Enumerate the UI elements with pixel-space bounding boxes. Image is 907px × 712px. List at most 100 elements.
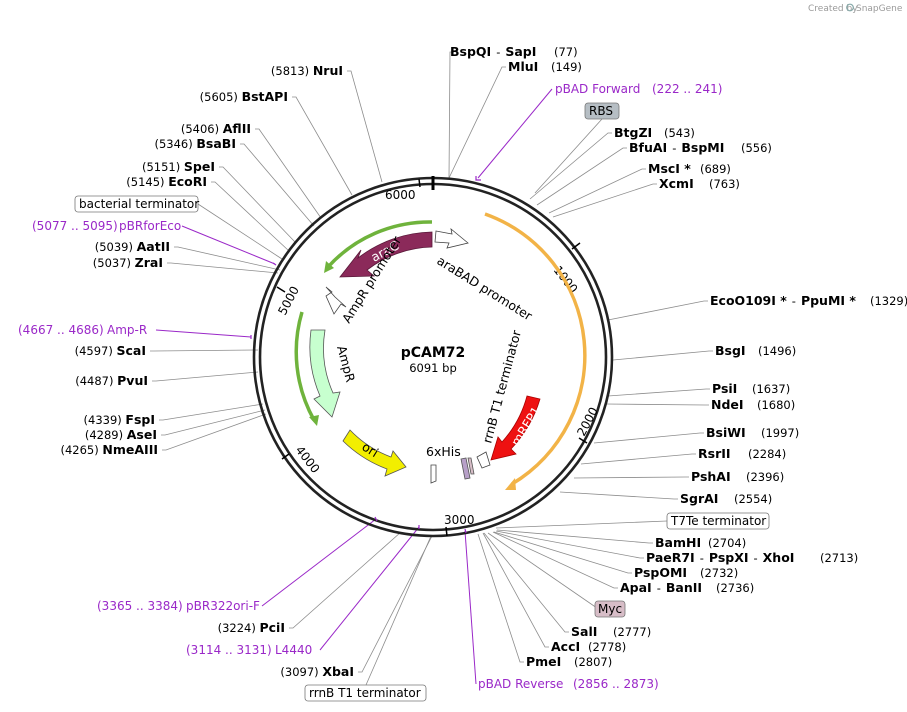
- site-position: (2704): [708, 536, 746, 550]
- site-position: (1329): [870, 294, 907, 308]
- site-bfuai-bspmi[interactable]: BfuAI-BspMI: [629, 140, 724, 155]
- arabad-promoter-label: araBAD promoter: [434, 253, 535, 324]
- site-btgzi[interactable]: BtgZI: [614, 125, 652, 140]
- leader-line: [161, 409, 266, 436]
- site-rsrii[interactable]: RsrII: [698, 446, 731, 461]
- credit-brand: SnapGene: [856, 4, 903, 14]
- leader-line: [159, 403, 264, 421]
- site-position: (1680): [757, 398, 795, 412]
- leader-line: [162, 413, 267, 451]
- site-fspi[interactable]: (4339) FspI: [84, 412, 155, 427]
- boxed-feature-labels: RBS bacterial terminator T7Te terminator…: [74, 102, 770, 702]
- site-pspomi[interactable]: PspOMI: [634, 565, 687, 580]
- site-position: (1637): [752, 382, 790, 396]
- primer-labels: pBAD Forward (222 .. 241) (5077 .. 5095)…: [18, 82, 722, 691]
- site-xcmi[interactable]: XcmI: [659, 176, 694, 191]
- myc-box-label: Myc: [598, 602, 622, 616]
- site-nmeaiii[interactable]: (4265) NmeAIII: [61, 442, 159, 457]
- leader-line: [167, 262, 279, 274]
- site-aflii[interactable]: (5406) AflII: [181, 121, 251, 136]
- site-apai-banii[interactable]: ApaI-BanII: [620, 580, 702, 595]
- tick-mark-6000: [418, 178, 421, 188]
- leader-line: [255, 128, 322, 219]
- tick-mark-4000: [281, 453, 290, 460]
- site-pvui[interactable]: (4487) PvuI: [75, 373, 148, 388]
- orf-arc-orange-head: [505, 478, 516, 490]
- site-position: (2736): [716, 581, 754, 595]
- primer-amp-r-name[interactable]: Amp-R: [107, 323, 147, 337]
- pbad-reverse-mark: [464, 528, 467, 534]
- primer-leader-line: [261, 518, 377, 607]
- t7te-terminator-box[interactable]: [666, 512, 770, 530]
- leader-line: [605, 403, 709, 406]
- site-asei[interactable]: (4289) AseI: [85, 427, 157, 442]
- arac-feature: [339, 231, 433, 278]
- site-spei[interactable]: (5151) SpeI: [142, 159, 215, 174]
- site-msci[interactable]: MscI *: [648, 161, 691, 176]
- leader-line: [495, 530, 644, 559]
- site-pmei[interactable]: PmeI: [526, 654, 561, 669]
- site-zrai[interactable]: (5037) ZraI: [93, 255, 163, 270]
- site-ecoo109i-ppumi[interactable]: EcoO109I *-PpuMI *: [710, 293, 856, 308]
- rbs-box[interactable]: [584, 102, 620, 120]
- site-aatii[interactable]: (5039) AatII: [95, 239, 170, 254]
- pbrforeco-mark: [272, 262, 277, 266]
- primer-pbrforeco-name[interactable]: pBRforEco: [119, 219, 181, 233]
- site-nrui[interactable]: (5813) NruI: [271, 63, 343, 78]
- bacterial-terminator-box[interactable]: [74, 195, 199, 213]
- orf-arc-green-left: [294, 311, 316, 421]
- tick-label-2000: 2000: [574, 405, 601, 439]
- ampr-label: AmpR: [334, 344, 358, 384]
- site-pshai[interactable]: PshAI: [691, 469, 731, 484]
- site-bamhi[interactable]: BamHI: [655, 535, 701, 550]
- site-position: (1997): [761, 426, 799, 440]
- leader-line: [496, 529, 653, 544]
- primer-pbad-forward-name[interactable]: pBAD Forward: [555, 82, 640, 96]
- primer-l4440-name[interactable]: L4440: [275, 643, 312, 657]
- leader-line: [152, 371, 259, 382]
- site-position: (2777): [613, 625, 651, 639]
- primer-leader-line: [464, 530, 477, 685]
- site-scai[interactable]: (4597) ScaI: [75, 343, 146, 358]
- site-sali[interactable]: SalI: [571, 624, 597, 639]
- site-paer7i-pspxi-xhoi[interactable]: PaeR7I-PspXI-XhoI: [646, 550, 794, 565]
- orf-arc-green-top-head: [324, 261, 334, 273]
- primer-pbr322ori-name[interactable]: pBR322ori-F: [186, 599, 260, 613]
- site-mlui[interactable]: MluI: [508, 59, 538, 74]
- rrnb-terminator-box-label: rrnB T1 terminator: [309, 686, 421, 700]
- leader-line: [358, 535, 433, 673]
- arabad-promoter-feature: [434, 227, 469, 249]
- site-position: (1496): [758, 344, 796, 358]
- primer-pbr322ori-range: (3365 .. 3384): [97, 599, 183, 613]
- right-site-labels: BspQI-SapI(77)MluI(149)BtgZI(543)BfuAI-B…: [450, 44, 907, 669]
- tick-label-4000: 4000: [293, 443, 323, 476]
- site-bspqi-sapi[interactable]: BspQI-SapI: [450, 44, 536, 59]
- site-bsgi[interactable]: BsgI: [715, 343, 746, 358]
- myc-box[interactable]: [594, 600, 626, 618]
- site-xbai[interactable]: (3097) XbaI: [280, 664, 354, 679]
- his-label: 6xHis: [426, 444, 461, 459]
- credit-text: Created by: [808, 4, 858, 14]
- site-sgrai[interactable]: SgrAI: [680, 491, 718, 506]
- site-pcii[interactable]: (3224) PciI: [218, 620, 285, 635]
- orf-arc-green-top: [326, 220, 433, 269]
- leader-line: [292, 96, 353, 196]
- site-bsiwi[interactable]: BsiWI: [706, 425, 746, 440]
- site-bstapi[interactable]: (5605) BstAPI: [200, 89, 288, 104]
- leader-line: [607, 388, 710, 397]
- primer-pbrforeco-range: (5077 .. 5095): [32, 219, 118, 233]
- tick-mark-1000: [571, 242, 581, 250]
- primer-pbad-forward-range: (222 .. 241): [652, 82, 722, 96]
- site-psii[interactable]: PsiI: [712, 381, 737, 396]
- leader-line: [347, 70, 383, 183]
- primer-pbad-reverse-name[interactable]: pBAD Reverse: [478, 677, 563, 691]
- site-ndei[interactable]: NdeI: [711, 397, 744, 412]
- leader-line: [493, 531, 632, 574]
- site-bsabi[interactable]: (5346) BsaBI: [155, 136, 237, 151]
- rrnb-terminator-box[interactable]: [304, 684, 427, 702]
- leader-line: [150, 349, 259, 352]
- site-acci[interactable]: AccI: [551, 639, 580, 654]
- tick-label-6000: 6000: [385, 188, 416, 202]
- site-ecori[interactable]: (5145) EcoRI: [126, 174, 207, 189]
- leader-line: [536, 147, 627, 206]
